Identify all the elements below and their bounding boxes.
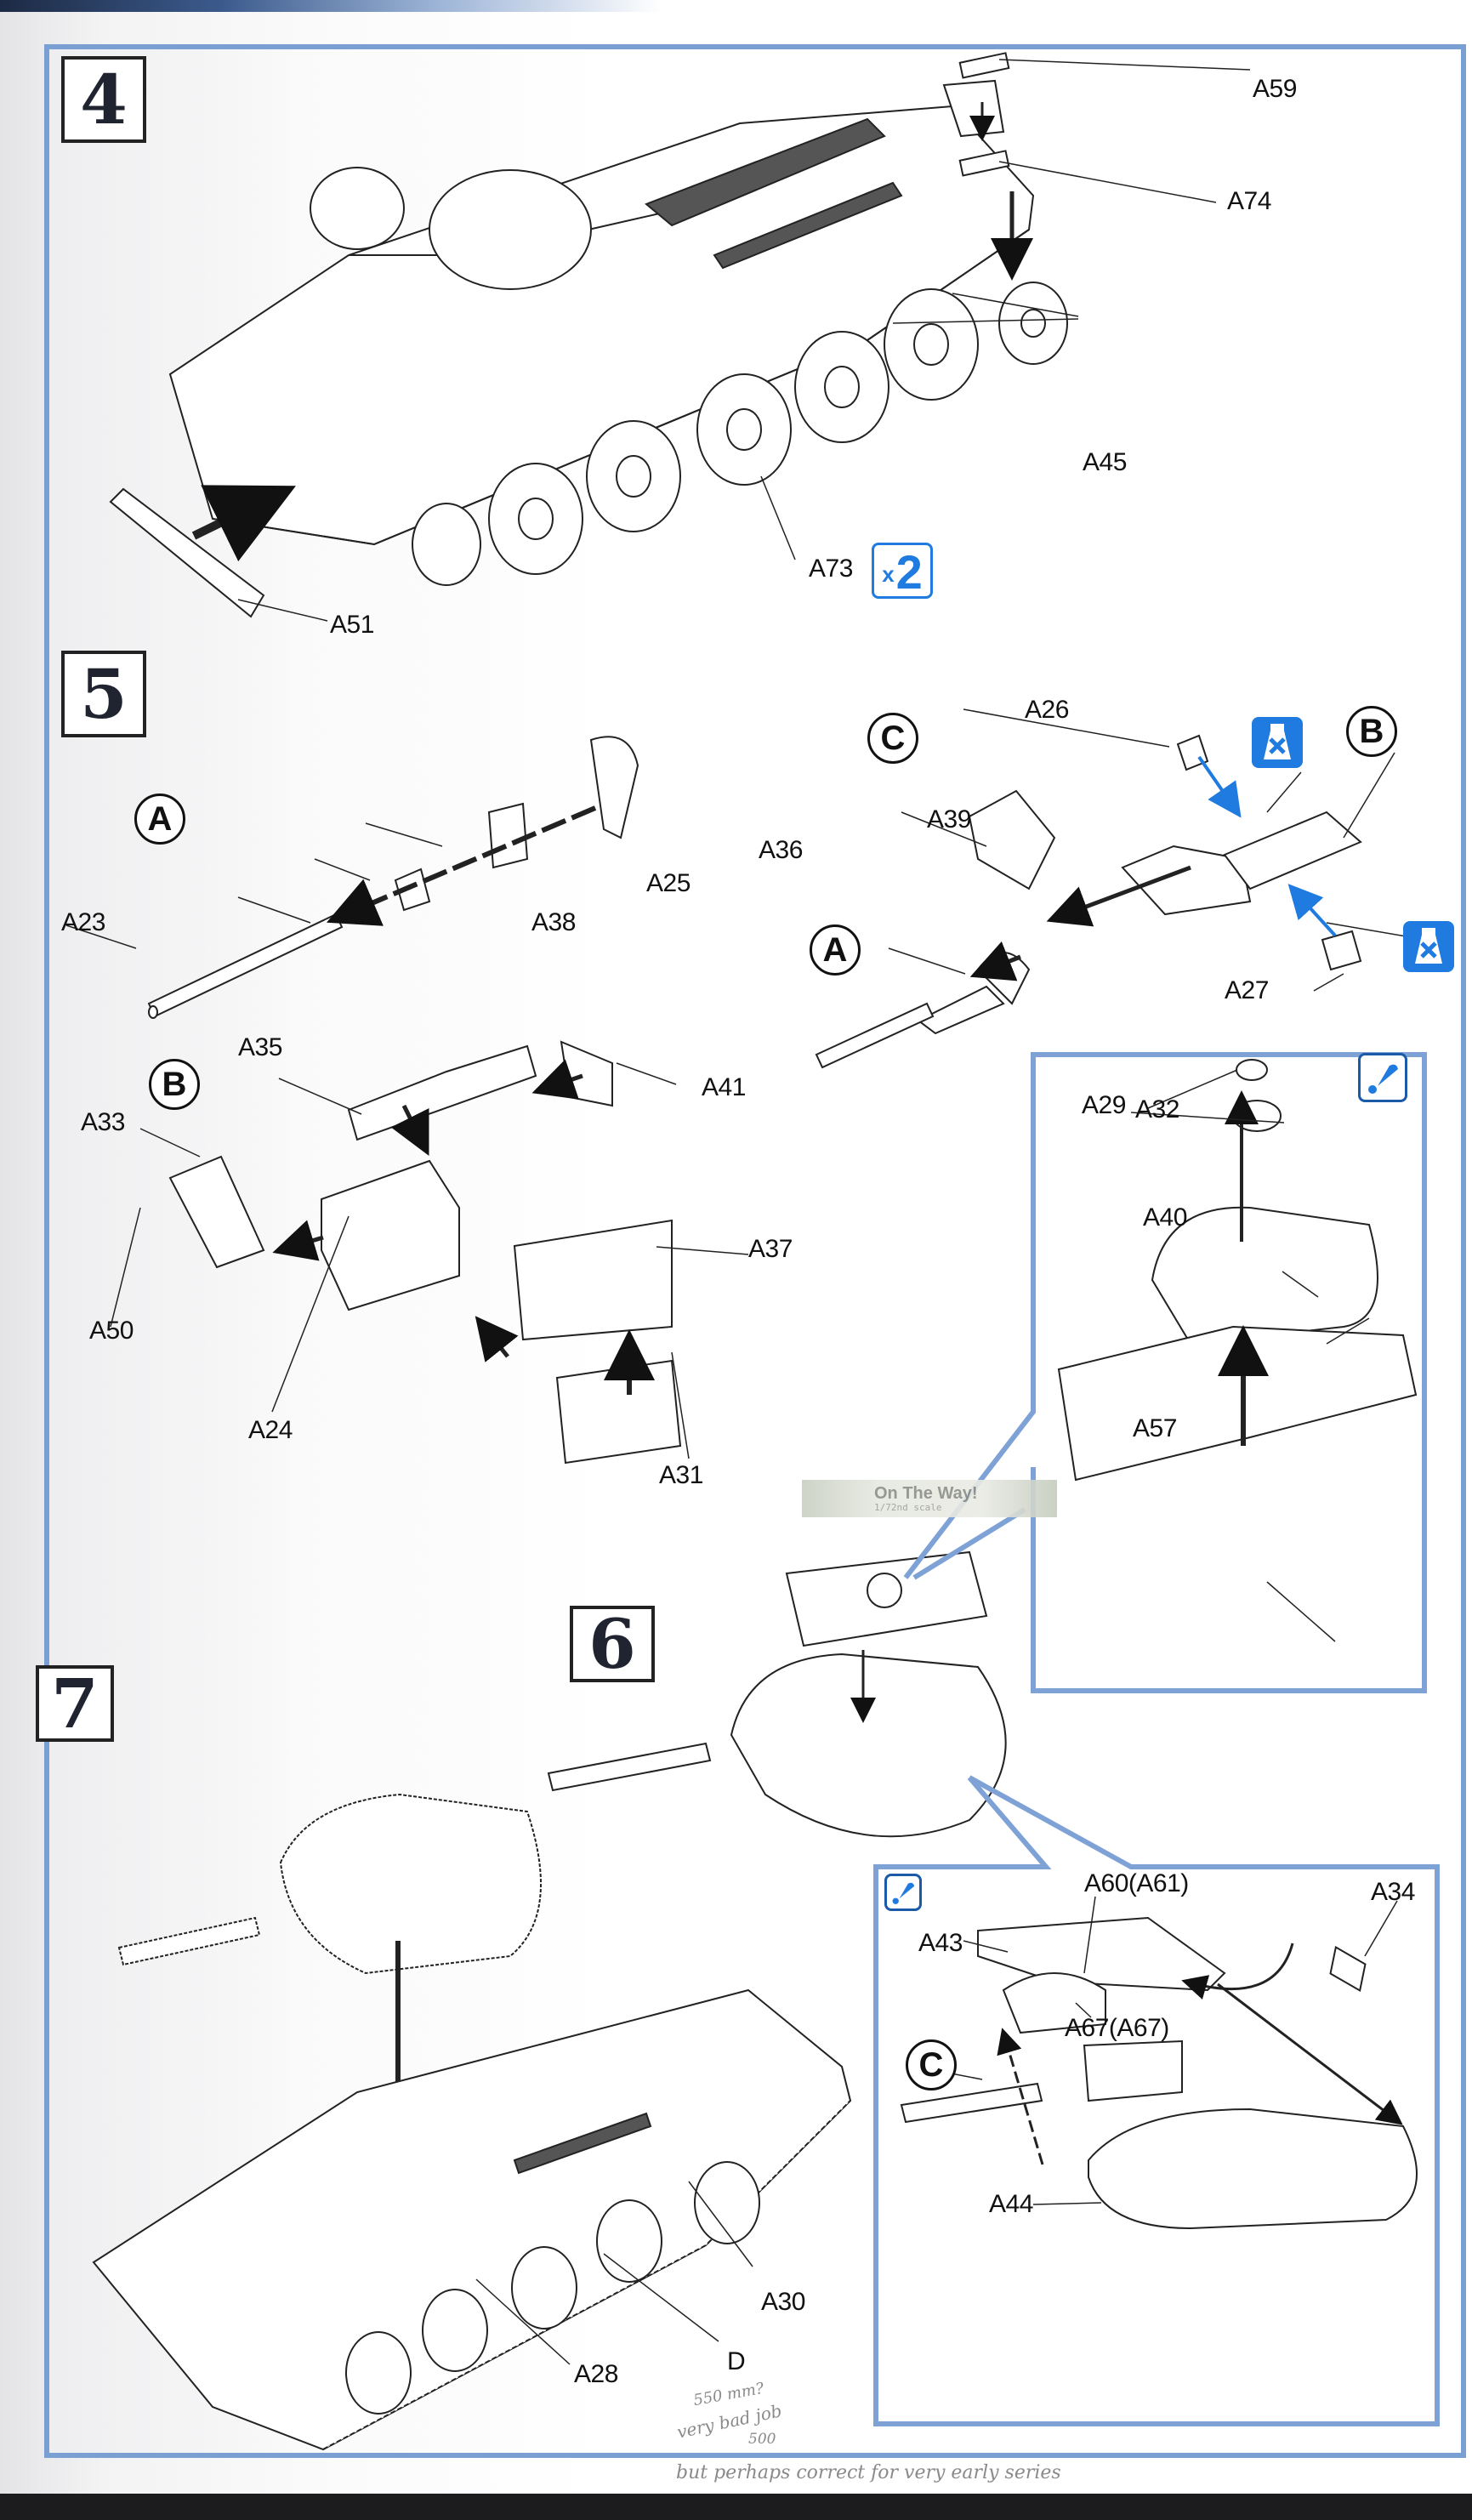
step5c-glue-arrows: [1197, 755, 1337, 937]
no-glue-icon: [1252, 717, 1303, 768]
step-number-5: 5: [61, 651, 146, 737]
step6-top-detail-parts: [1057, 1059, 1418, 1482]
watermark-banner: On The Way! 1/72nd scale: [802, 1480, 1057, 1517]
subassembly-marker-c: C: [867, 713, 918, 764]
part-label-a59: A59: [1253, 75, 1297, 103]
step-number-6: 6: [570, 1606, 655, 1682]
scan-bottom-edge: [0, 2494, 1472, 2520]
part-label-a60-a61: A60(A61): [1084, 1869, 1189, 1897]
quantity-count: 2: [895, 545, 923, 599]
watermark-subtitle: 1/72nd scale: [874, 1501, 942, 1513]
step4-leader-lines: [191, 59, 1251, 622]
step-number-7: 7: [36, 1665, 114, 1742]
part-label-a24: A24: [248, 1416, 293, 1444]
part-label-a38: A38: [531, 908, 576, 936]
step6-turret: [547, 1550, 1007, 1838]
step6-bottom-leaders: [937, 1896, 1398, 2205]
part-label-d: D: [727, 2347, 746, 2375]
no-glue-icon: [1403, 921, 1454, 972]
part-label-a32: A32: [1135, 1095, 1179, 1123]
part-label-a23: A23: [61, 908, 105, 936]
attention-icon: [1358, 1053, 1407, 1102]
part-label-a73: A73: [809, 555, 853, 583]
subassembly-ref-b: B: [1346, 706, 1397, 757]
part-label-a40: A40: [1143, 1203, 1187, 1232]
part-label-a28: A28: [574, 2360, 618, 2388]
step5b-parts: [168, 1040, 682, 1465]
part-label-a51: A51: [330, 611, 374, 639]
attention-icon: [884, 1874, 922, 1911]
step5b-leaders: [110, 1062, 749, 1459]
step7-leaders: [475, 2181, 753, 2365]
part-label-a39: A39: [927, 805, 971, 833]
step5c-parts: [815, 734, 1362, 1069]
part-label-a34: A34: [1371, 1878, 1415, 1906]
part-label-a45: A45: [1083, 448, 1127, 476]
step7-hull: [92, 1988, 852, 2451]
part-label-a30: A30: [761, 2288, 805, 2316]
step6-bottom-detail-parts: [900, 1916, 1418, 2230]
handwritten-note: but perhaps correct for very early serie…: [676, 2462, 1061, 2483]
part-label-a31: A31: [659, 1461, 703, 1489]
quantity-badge: x 2: [872, 543, 933, 599]
part-label-a43: A43: [918, 1929, 963, 1957]
step-number-4: 4: [61, 56, 146, 143]
subassembly-ref-c: C: [906, 2039, 957, 2091]
part-label-a67-a67: A67(A67): [1065, 2014, 1169, 2042]
part-label-a50: A50: [89, 1317, 134, 1345]
part-label-a37: A37: [748, 1235, 793, 1263]
part-label-a29: A29: [1082, 1091, 1126, 1119]
watermark-title: On The Way!: [874, 1483, 978, 1503]
part-label-a33: A33: [81, 1108, 125, 1136]
quantity-prefix: x: [882, 561, 895, 587]
subassembly-marker-a: A: [134, 794, 185, 845]
part-label-a35: A35: [238, 1033, 282, 1061]
part-label-a26: A26: [1025, 696, 1069, 724]
part-label-a25: A25: [646, 869, 691, 897]
subassembly-marker-b: B: [149, 1059, 200, 1110]
part-label-a27: A27: [1225, 976, 1269, 1004]
scan-top-edge: [0, 0, 1472, 12]
step4-road-wheels: [412, 282, 1068, 586]
step4-hull-drawing: [168, 79, 1035, 546]
step4-front-plate: [109, 487, 265, 618]
part-label-a57: A57: [1133, 1414, 1177, 1442]
part-label-a44: A44: [989, 2190, 1033, 2218]
step6-top-leaders: [1130, 1069, 1370, 1642]
part-label-a36: A36: [759, 836, 803, 864]
callout-lines: [873, 1052, 1440, 2426]
part-label-a41: A41: [702, 1073, 746, 1101]
step5c-leaders: [888, 708, 1417, 992]
step4-track-links: [958, 52, 1010, 177]
step7-turret: [117, 1793, 542, 1975]
step5a-parts: [147, 736, 639, 1019]
handwritten-note: 500: [748, 2431, 776, 2448]
step5a-leaders: [65, 822, 443, 949]
part-label-a74: A74: [1227, 187, 1271, 215]
subassembly-ref-a: A: [810, 924, 861, 976]
